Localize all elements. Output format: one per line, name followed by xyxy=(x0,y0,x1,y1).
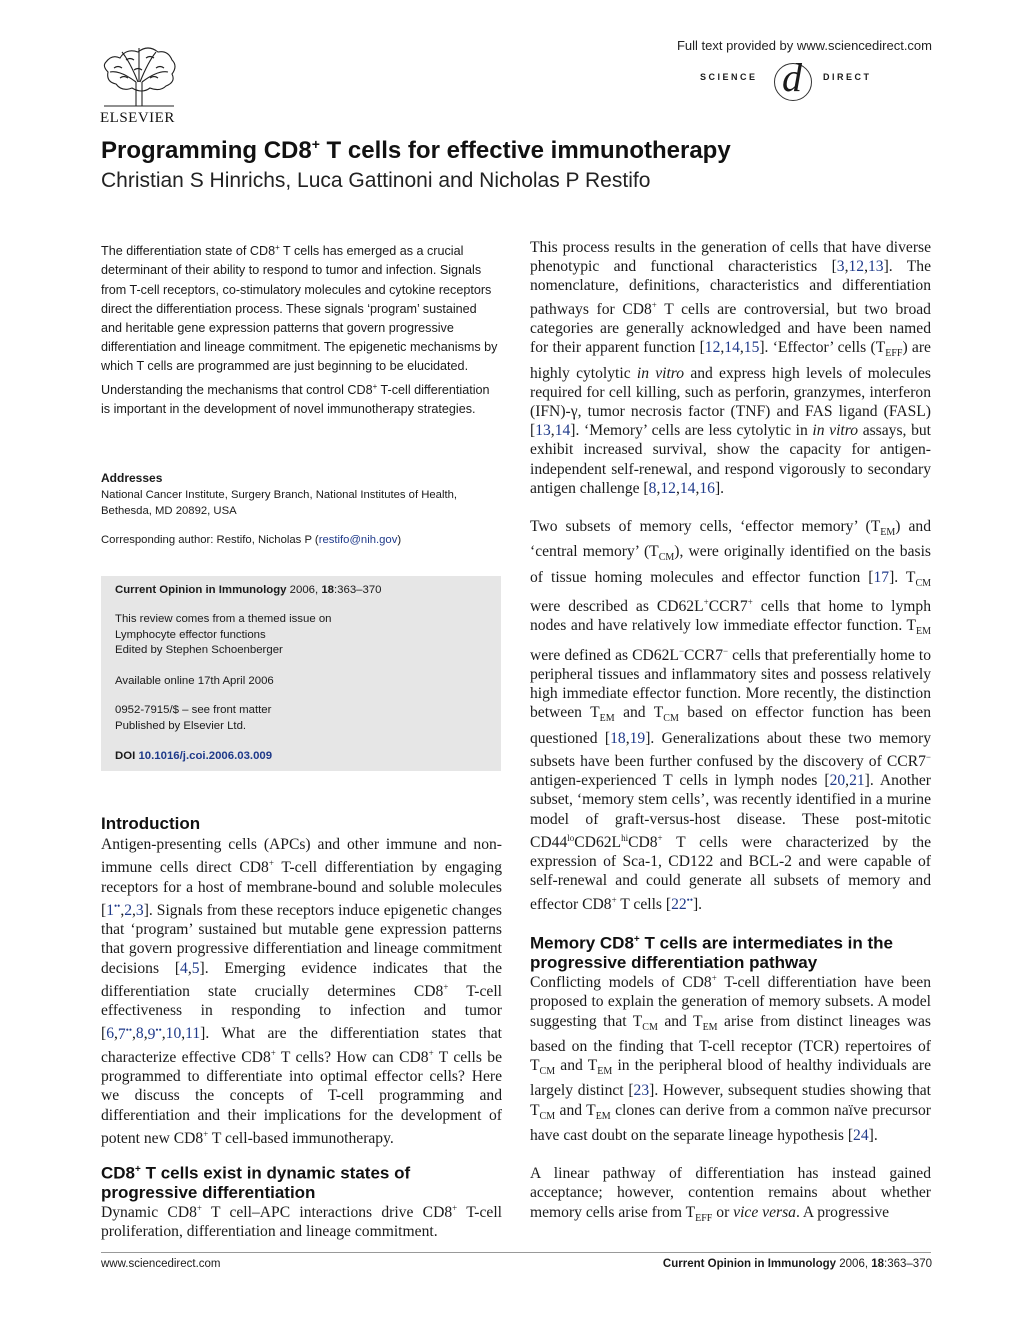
article-title: Programming CD8+ T cells for effective i… xyxy=(101,136,731,165)
fulltext-note[interactable]: Full text provided by www.sciencedirect.… xyxy=(676,38,932,53)
footer-pages: :363–370 xyxy=(884,1258,932,1270)
journal-pages: :363–370 xyxy=(334,584,382,596)
sd-logo-mark: d xyxy=(782,55,802,100)
memory-heading-line: progressive differentiation pathway xyxy=(530,953,818,973)
dynamic-states-paragraph: Dynamic CD8+ T cell–APC interactions dri… xyxy=(101,1203,502,1241)
journal-volume: 18 xyxy=(321,584,334,596)
available-online: Available online 17th April 2006 xyxy=(115,675,274,687)
elsevier-tree-icon xyxy=(100,42,178,108)
publisher-name: ELSEVIER xyxy=(100,110,175,126)
body-paragraph-2: Two subsets of memory cells, ‘effector m… xyxy=(530,517,931,913)
address-line-1: National Cancer Institute, Surgery Branc… xyxy=(101,489,458,501)
corresponding-suffix: ) xyxy=(397,534,402,546)
body-paragraph-1: This process results in the generation o… xyxy=(530,239,931,497)
abstract: The differentiation state of CD8+ T cell… xyxy=(101,243,498,416)
theme-line: Edited by Stephen Schoenberger xyxy=(115,644,283,656)
elsevier-logo: ELSEVIER xyxy=(100,42,180,128)
publisher-line: Published by Elsevier Ltd. xyxy=(115,720,247,732)
journal-year: 2006, xyxy=(289,584,322,596)
doi-label: DOI xyxy=(115,750,136,762)
title-text: Programming CD8+ T cells for effective i… xyxy=(101,136,731,164)
theme-info: This review comes from a themed issue on… xyxy=(115,612,491,659)
journal-citation: Current Opinion in Immunology 2006, 18:3… xyxy=(115,584,491,596)
dynamic-states-body: Dynamic CD8+ T cell–APC interactions dri… xyxy=(101,1199,502,1242)
corresponding-prefix: Corresponding author: Restifo, Nicholas … xyxy=(101,534,319,546)
journal-name: Current Opinion in Immunology xyxy=(115,584,287,596)
issn-line: 0952-7915/$ – see front matter xyxy=(115,704,272,716)
introduction-heading: Introduction xyxy=(101,814,201,833)
footer-volume: 18 xyxy=(871,1258,885,1270)
introduction-body: Antigen-presenting cells (APCs) and othe… xyxy=(101,835,502,1148)
footer-year: 2006, xyxy=(836,1258,872,1270)
footer-journal: Current Opinion in Immunology xyxy=(662,1258,837,1270)
body-paragraph-3: Conflicting models of CD8+ T-cell differ… xyxy=(530,973,931,1144)
dynamic-states-heading-line: CD8+ T cells exist in dynamic states of xyxy=(101,1163,411,1183)
address-line-2: Bethesda, MD 20892, USA xyxy=(101,505,237,517)
article-authors: Christian S Hinrichs, Luca Gattinoni and… xyxy=(101,169,651,192)
dynamic-states-heading: CD8+ T cells exist in dynamic states of … xyxy=(101,1160,410,1203)
memory-body: Conflicting models of CD8+ T-cell differ… xyxy=(530,969,931,1228)
footer-divider xyxy=(101,1252,931,1253)
doi-line: DOI 10.1016/j.coi.2006.03.009 xyxy=(115,750,491,762)
right-column-body: This process results in the generation o… xyxy=(530,238,931,914)
footer-url[interactable]: www.sciencedirect.com xyxy=(101,1258,221,1270)
article-info-box: Current Opinion in Immunology 2006, 18:3… xyxy=(101,576,501,771)
theme-line: Lymphocyte effector functions xyxy=(115,628,266,641)
body-paragraph-4: A linear pathway of differentiation has … xyxy=(530,1165,931,1224)
email-link[interactable]: restifo@nih.gov xyxy=(318,534,398,546)
dynamic-states-heading-line: progressive differentiation xyxy=(101,1183,316,1203)
memory-heading-line: Memory CD8+ T cells are intermediates in… xyxy=(530,933,893,953)
memory-intermediates-heading: Memory CD8+ T cells are intermediates in… xyxy=(530,930,893,973)
issn-info: 0952-7915/$ – see front matter Published… xyxy=(115,702,491,734)
addresses: National Cancer Institute, Surgery Branc… xyxy=(101,487,501,519)
addresses-heading: Addresses xyxy=(101,471,163,485)
theme-line: This review comes from a themed issue on xyxy=(115,613,332,625)
sd-logo-science: SCIENCE xyxy=(700,72,758,82)
doi-link[interactable]: 10.1016/j.coi.2006.03.009 xyxy=(138,750,273,762)
introduction-paragraph: Antigen-presenting cells (APCs) and othe… xyxy=(101,836,503,1147)
footer-citation: Current Opinion in Immunology 2006, 18:3… xyxy=(663,1258,932,1270)
sd-logo-direct: DIRECT xyxy=(823,72,872,82)
sciencedirect-logo[interactable]: SCIENCE d DIRECT xyxy=(700,58,932,102)
sd-logo-ring-icon xyxy=(774,63,812,101)
corresponding-author: Corresponding author: Restifo, Nicholas … xyxy=(101,534,501,546)
